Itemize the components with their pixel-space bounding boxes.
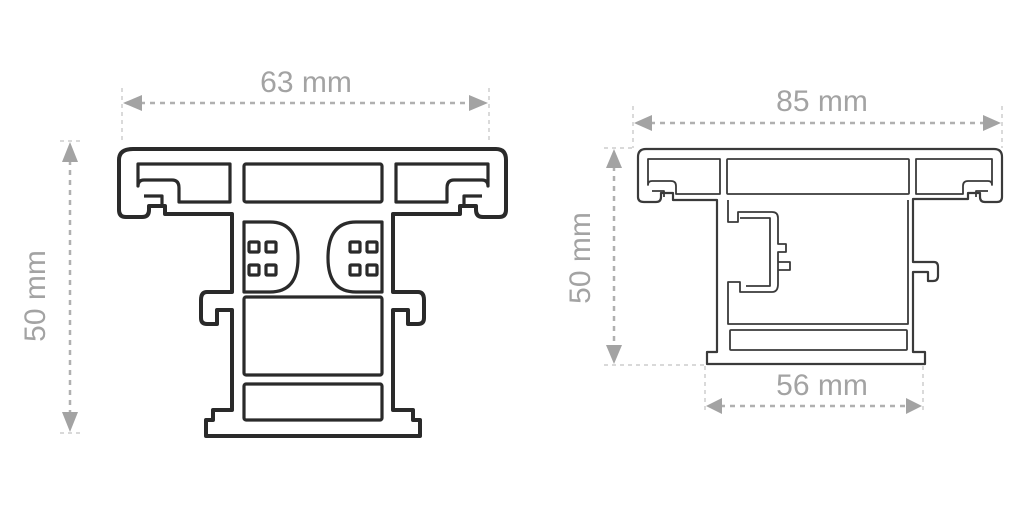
right-width-label: 85 mm xyxy=(776,85,868,118)
right-width-arrow-right xyxy=(983,115,1001,131)
right-base-arrow-right xyxy=(906,398,922,414)
left-width-label: 63 mm xyxy=(260,66,352,99)
right-profile-section xyxy=(636,147,1004,366)
right-height-arrow-bottom xyxy=(606,345,622,364)
left-width-arrow-left xyxy=(123,95,142,111)
right-base-arrow-left xyxy=(706,398,722,414)
left-profile-group: 63 mm 50 mm xyxy=(19,66,508,438)
right-height-dimension: 50 mm xyxy=(564,147,705,366)
left-height-label: 50 mm xyxy=(19,250,52,342)
left-height-arrow-top xyxy=(62,142,78,162)
left-height-arrow-bottom xyxy=(62,412,78,432)
left-profile-section xyxy=(117,147,508,438)
right-height-arrow-top xyxy=(606,149,622,168)
left-width-arrow-right xyxy=(469,95,488,111)
right-base-label: 56 mm xyxy=(776,369,868,402)
right-width-dimension: 85 mm xyxy=(632,85,1003,148)
left-lobe-squares xyxy=(247,240,379,277)
right-base-dimension: 56 mm xyxy=(704,366,924,414)
right-profile-group: 85 mm 50 mm 56 mm xyxy=(564,85,1004,414)
left-height-dimension: 50 mm xyxy=(19,140,84,434)
left-width-dimension: 63 mm xyxy=(121,66,490,142)
right-width-arrow-left xyxy=(634,115,652,131)
right-height-label: 50 mm xyxy=(564,212,597,304)
